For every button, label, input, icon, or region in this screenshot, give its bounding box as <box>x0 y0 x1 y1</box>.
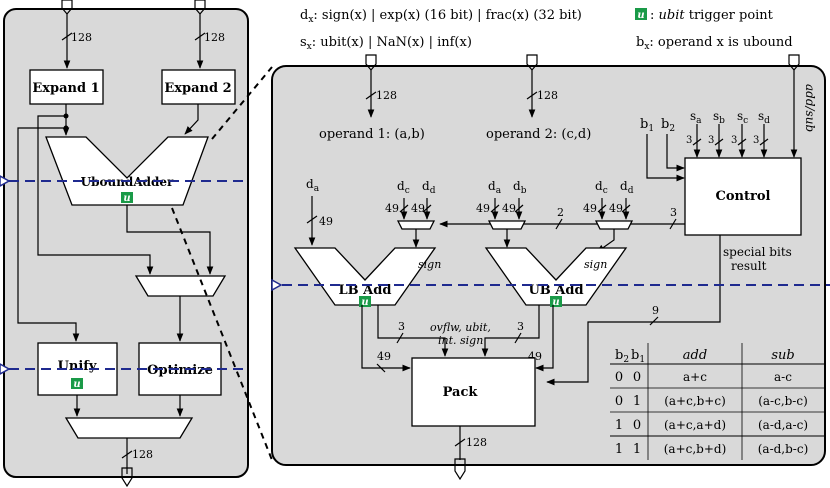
expand-1-label: Expand 1 <box>32 81 99 96</box>
right-panel: 128 128 add/sub operand 1: (a,b) operand… <box>271 54 826 481</box>
width-label-left-in1: 128 <box>71 31 92 44</box>
svg-text:49: 49 <box>609 202 623 215</box>
width-label-op2: 128 <box>537 89 558 102</box>
table-cell: (a-c,b-c) <box>758 394 808 408</box>
mux-ub-b <box>594 220 634 230</box>
left-bottom-mux <box>64 417 194 439</box>
ubound-adder-shape <box>45 136 209 206</box>
table-cell: 1 <box>615 442 623 457</box>
lb-add-shape <box>293 247 437 306</box>
table-cell: 0 <box>615 370 623 385</box>
table-cell: 1 <box>615 418 623 433</box>
legend-line-4: bx: operand x is ubound <box>636 35 793 52</box>
legend-ubit-badge <box>635 8 647 20</box>
output-pin-right <box>454 458 466 481</box>
svg-text:49: 49 <box>583 202 597 215</box>
lb-sign-label: sign <box>418 258 441 271</box>
svg-text:2: 2 <box>557 206 564 219</box>
ubit-badge-ub <box>550 296 562 307</box>
svg-text:3: 3 <box>670 206 677 219</box>
svg-text:49: 49 <box>411 202 425 215</box>
table-header-sub: sub <box>771 348 794 363</box>
operand-1-label: operand 1: (a,b) <box>319 127 425 142</box>
ovflw-label-2: int. sign <box>438 334 483 347</box>
table-cell: a+c <box>683 370 707 384</box>
signal-sc: sc <box>737 109 748 126</box>
table-cell: 1 <box>633 442 641 457</box>
operand-2-label: operand 2: (c,d) <box>486 127 591 142</box>
ovflw-label-1: ovflw, ubit, <box>430 321 491 334</box>
ub-add-label: UB Add <box>528 283 583 298</box>
zoom-line-top <box>211 66 273 140</box>
ubit-badge-adder-text: u <box>123 193 130 204</box>
legend-ubit-symbol: u <box>637 10 644 21</box>
ubit-badge-lb <box>359 296 371 307</box>
svg-text:3: 3 <box>708 135 714 146</box>
legend-line-3: : ubit trigger point <box>650 8 774 23</box>
left-mux <box>134 275 227 297</box>
table-header-add: add <box>683 348 707 363</box>
width-label-left-out: 128 <box>132 448 153 461</box>
table-cell: (a+c,a+d) <box>664 418 726 432</box>
expand-2-box <box>161 69 236 105</box>
pack-box <box>411 357 536 427</box>
left-panel: 128 128 Expand 1 Expand 2 UboundAdder u … <box>0 0 249 488</box>
table-cell: 0 <box>633 370 641 385</box>
pack-label: Pack <box>443 385 479 400</box>
special-result-label: result <box>731 259 767 273</box>
special-bits-label: special bits <box>723 245 792 259</box>
svg-text:49: 49 <box>502 202 516 215</box>
table-cell: (a+c,b+c) <box>664 394 726 408</box>
svg-text:49: 49 <box>385 202 399 215</box>
svg-text:3: 3 <box>686 135 692 146</box>
add-sub-label: add/sub <box>803 84 817 132</box>
expand-2-label: Expand 2 <box>164 81 231 96</box>
svg-text:49: 49 <box>377 350 391 363</box>
svg-text:u: u <box>552 297 559 308</box>
ubit-badge-adder <box>121 192 133 203</box>
svg-text:9: 9 <box>652 304 659 317</box>
width-label-pack-out: 128 <box>466 436 487 449</box>
svg-text:49: 49 <box>476 202 490 215</box>
unify-label: Unify <box>58 359 97 374</box>
svg-text:3: 3 <box>398 320 405 333</box>
legend-line-1: dx: sign(x) | exp(x) (16 bit) | frac(x) … <box>300 8 582 25</box>
input-pin-2 <box>194 0 206 15</box>
output-pin-left <box>121 467 133 488</box>
lb-add-label: LB Add <box>339 283 392 298</box>
width-label-left-in2: 128 <box>204 31 225 44</box>
mux-ub-a <box>487 220 527 230</box>
svg-text:3: 3 <box>517 320 524 333</box>
control-box <box>684 157 802 236</box>
table-cell: (a-d,b-c) <box>758 442 809 456</box>
ub-add-shape <box>484 247 628 306</box>
optimize-label: Optimize <box>147 363 213 378</box>
svg-text:3: 3 <box>753 135 759 146</box>
table-cell: (a+c,b+d) <box>664 442 727 456</box>
mux-lb <box>396 220 436 230</box>
ub-sign-label: sign <box>584 258 607 271</box>
table-cell: 1 <box>633 394 641 409</box>
svg-text:u: u <box>361 297 368 308</box>
input-pin-1 <box>61 0 73 15</box>
legend-line-2: sx: ubit(x) | NaN(x) | inf(x) <box>300 35 472 52</box>
table-cell: 0 <box>633 418 641 433</box>
control-label: Control <box>716 189 771 204</box>
table-cell: a-c <box>774 370 792 384</box>
width-label-op1: 128 <box>376 89 397 102</box>
svg-text:3: 3 <box>731 135 737 146</box>
zoom-line-bottom <box>171 207 273 461</box>
table-cell: 0 <box>615 394 623 409</box>
ubit-badge-unify-text: u <box>73 379 80 390</box>
table-cell: (a-d,a-c) <box>758 418 808 432</box>
ubit-badge-unify <box>71 378 83 389</box>
svg-text:49: 49 <box>319 215 333 228</box>
legend: dx: sign(x) | exp(x) (16 bit) | frac(x) … <box>300 8 793 52</box>
